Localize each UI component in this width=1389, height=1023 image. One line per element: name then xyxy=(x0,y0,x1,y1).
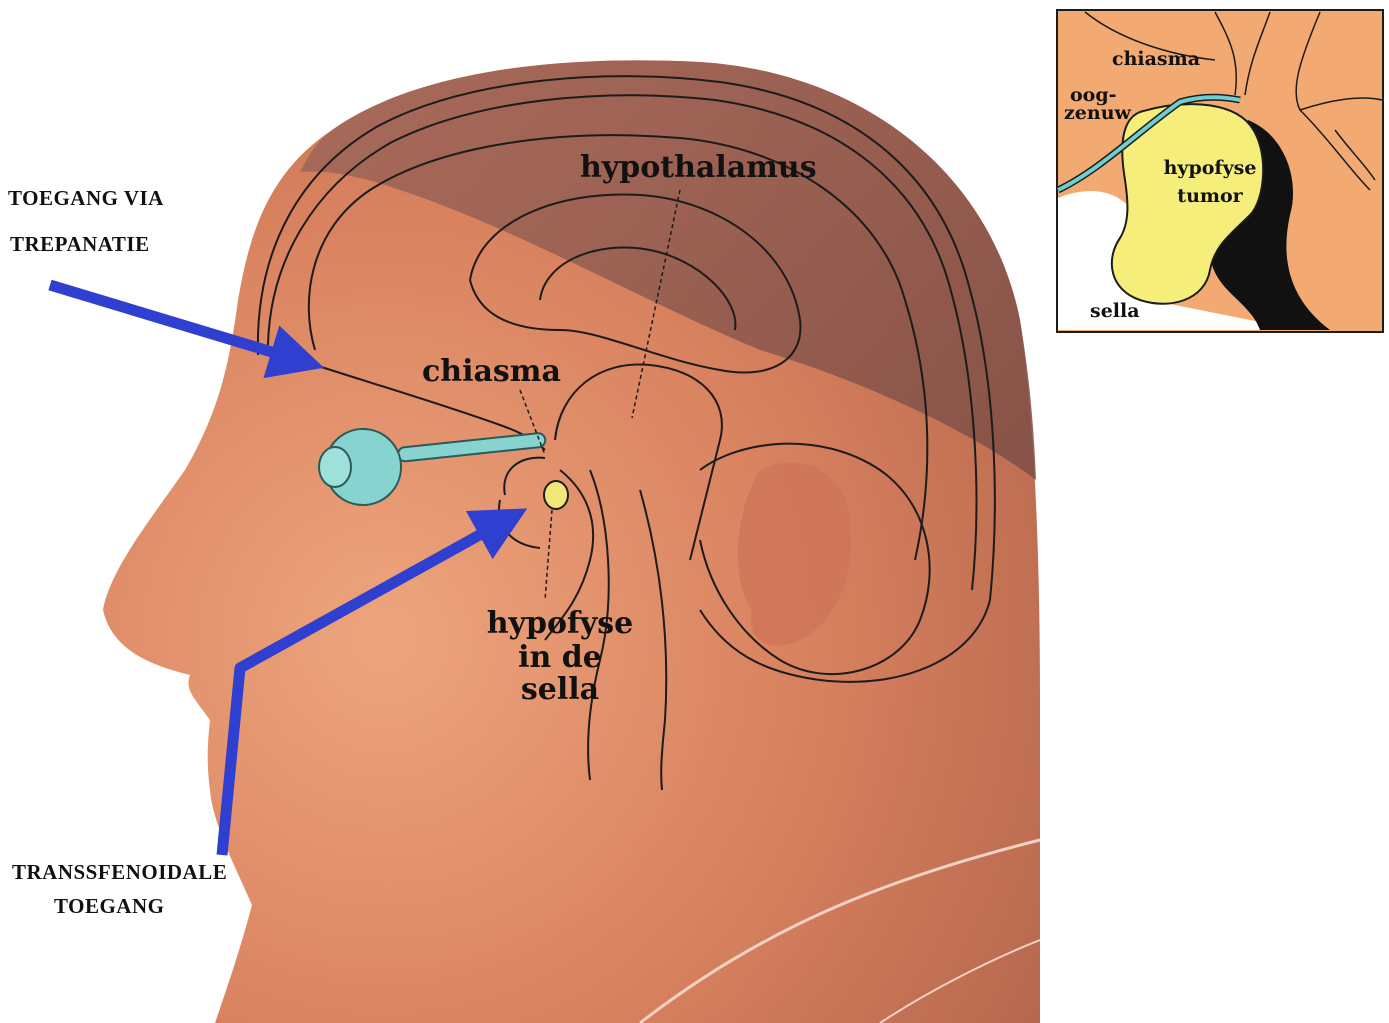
hypothalamus-label: hypothalamus xyxy=(580,150,817,185)
inset-oogzenuw-label-line2: zenuw xyxy=(1064,102,1131,124)
chiasma-label: chiasma xyxy=(422,354,561,389)
trepanation-label-line1: TOEGANG VIA xyxy=(8,186,164,211)
inset-chiasma-label: chiasma xyxy=(1112,48,1200,70)
transsphenoidal-label-line1: TRANSSFENOIDALE xyxy=(12,860,227,885)
hypofyse-label-line3: sella xyxy=(482,672,638,707)
inset-sella-label: sella xyxy=(1090,300,1140,322)
pituitary-gland xyxy=(544,481,568,509)
inset-tumor-label-line2: tumor xyxy=(1140,185,1280,207)
hypofyse-label-line1: hypofyse xyxy=(482,606,638,641)
transsphenoidal-label-line2: TOEGANG xyxy=(54,894,164,919)
trepanation-label-line2: TREPANATIE xyxy=(10,232,150,257)
hypofyse-label-line2: in de xyxy=(482,640,638,675)
inset-tumor-label-line1: hypofyse xyxy=(1140,157,1280,179)
